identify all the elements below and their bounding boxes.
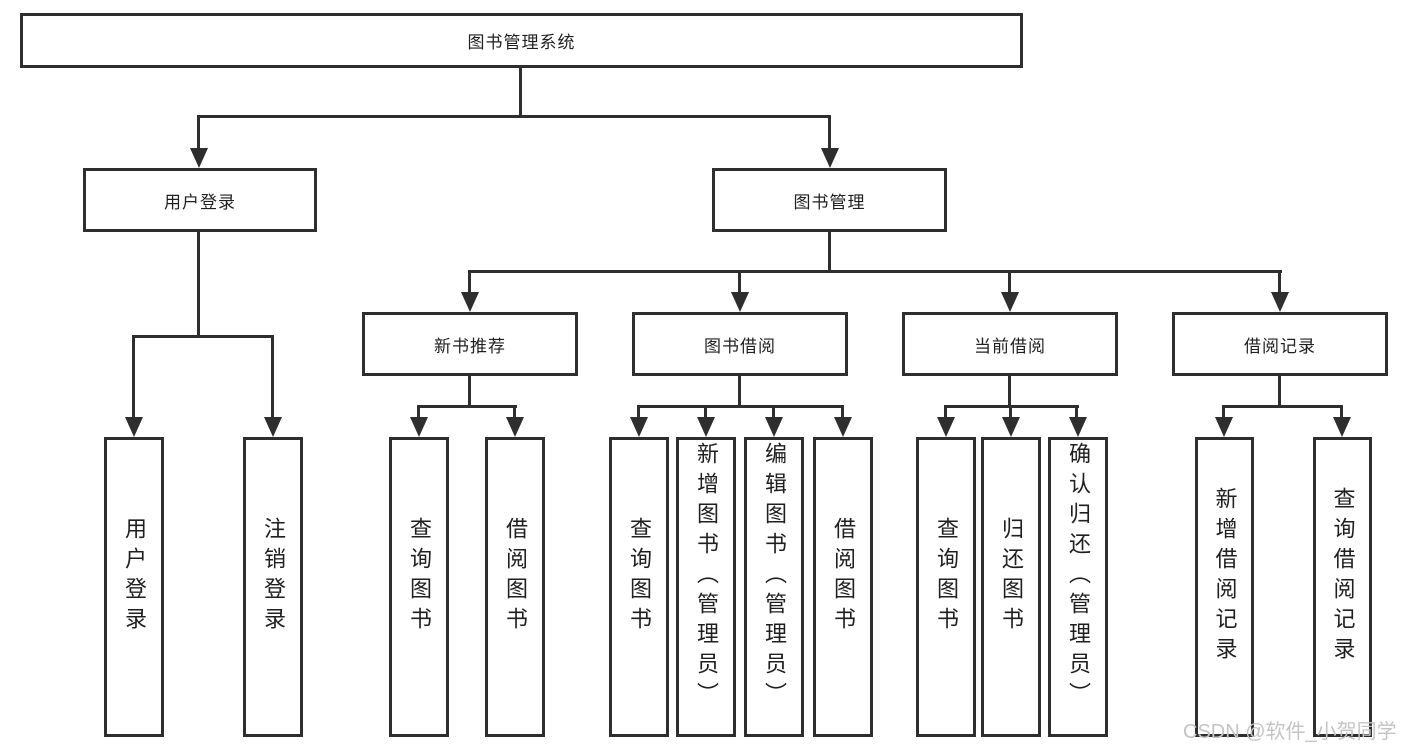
- arrow-down-icon: [410, 417, 428, 437]
- node-book-borrow: 图书借阅: [632, 312, 848, 376]
- connector-drop: [1340, 405, 1343, 421]
- connector-drop: [468, 270, 471, 296]
- leaf-add-book-admin-label: 新增图书（管理员）: [694, 442, 719, 712]
- node-new-book-recommend: 新书推荐: [362, 312, 578, 376]
- connector-rail: [417, 405, 517, 408]
- leaf-borrow-books-label: 借阅图书: [831, 517, 856, 637]
- connector-drop: [1008, 270, 1011, 296]
- arrow-down-icon: [765, 417, 783, 437]
- leaf-query-books-current-label: 查询图书: [934, 517, 959, 637]
- leaf-return-book-label: 归还图书: [999, 517, 1024, 637]
- node-borrow-records-label: 借阅记录: [1244, 336, 1316, 356]
- connector-drop: [197, 115, 200, 152]
- connector-drop: [417, 405, 420, 421]
- connector-drop: [944, 405, 947, 421]
- leaf-user-login-label: 用户登录: [122, 517, 147, 637]
- node-book-management-label: 图书管理: [793, 192, 866, 212]
- connector-drop: [772, 405, 775, 421]
- connector-root-drop: [519, 68, 522, 115]
- connector-rail: [637, 405, 844, 408]
- arrow-down-icon: [506, 417, 524, 437]
- leaf-edit-book-admin: 编辑图书（管理员）: [744, 437, 804, 737]
- leaf-query-books-borrow: 查询图书: [609, 437, 669, 737]
- arrow-down-icon: [1333, 417, 1351, 437]
- arrow-down-icon: [1069, 417, 1087, 437]
- leaf-confirm-return-admin-label: 确认归还（管理员）: [1066, 442, 1091, 712]
- connector-user-login-rail: [132, 335, 274, 338]
- connector-level2-rail: [197, 115, 831, 118]
- leaf-query-borrow-record-label: 查询借阅记录: [1330, 487, 1356, 667]
- leaf-add-borrow-record: 新增借阅记录: [1195, 437, 1254, 737]
- leaf-borrow-books: 借阅图书: [813, 437, 873, 737]
- connector-drop: [271, 335, 274, 421]
- arrow-down-icon: [834, 417, 852, 437]
- leaf-confirm-return-admin: 确认归还（管理员）: [1048, 437, 1108, 737]
- csdn-watermark: CSDN @软件_小贺同学: [1183, 721, 1397, 743]
- node-new-book-recommend-label: 新书推荐: [434, 336, 506, 356]
- node-current-borrow: 当前借阅: [902, 312, 1118, 376]
- node-root: 图书管理系统: [20, 13, 1023, 68]
- connector-drop: [1008, 376, 1011, 405]
- arrow-down-icon: [190, 148, 208, 168]
- leaf-borrow-books-recommend: 借阅图书: [485, 437, 545, 737]
- leaf-logout: 注销登录: [243, 437, 303, 737]
- connector-rail: [1222, 405, 1343, 408]
- arrow-down-icon: [1001, 292, 1019, 312]
- arrow-down-icon: [1002, 417, 1020, 437]
- leaf-return-book: 归还图书: [981, 437, 1041, 737]
- node-current-borrow-label: 当前借阅: [974, 336, 1046, 356]
- arrow-down-icon: [821, 148, 839, 168]
- arrow-down-icon: [937, 417, 955, 437]
- leaf-query-books-current: 查询图书: [916, 437, 976, 737]
- node-book-borrow-label: 图书借阅: [704, 336, 776, 356]
- node-user-login: 用户登录: [83, 168, 317, 232]
- connector-drop: [513, 405, 516, 421]
- arrow-down-icon: [731, 292, 749, 312]
- leaf-query-borrow-record: 查询借阅记录: [1313, 437, 1372, 737]
- connector-drop: [468, 376, 471, 405]
- leaf-logout-label: 注销登录: [261, 517, 286, 637]
- node-root-label: 图书管理系统: [467, 33, 576, 52]
- connector-drop: [1278, 376, 1281, 405]
- connector-drop: [197, 232, 200, 335]
- connector-drop: [1075, 405, 1078, 421]
- arrow-down-icon: [264, 417, 282, 437]
- arrow-down-icon: [1215, 417, 1233, 437]
- node-borrow-records: 借阅记录: [1172, 312, 1388, 376]
- arrow-down-icon: [125, 417, 143, 437]
- connector-level3-rail: [469, 270, 1282, 273]
- arrow-down-icon: [630, 417, 648, 437]
- leaf-query-books-borrow-label: 查询图书: [627, 517, 652, 637]
- node-book-management: 图书管理: [712, 168, 947, 232]
- leaf-add-borrow-record-label: 新增借阅记录: [1212, 487, 1238, 667]
- leaf-borrow-books-recommend-label: 借阅图书: [503, 517, 528, 637]
- arrow-down-icon: [461, 292, 479, 312]
- node-user-login-label: 用户登录: [164, 192, 236, 212]
- arrow-down-icon: [697, 417, 715, 437]
- connector-drop: [1278, 270, 1281, 296]
- leaf-query-books-recommend-label: 查询图书: [407, 517, 432, 637]
- arrow-down-icon: [1271, 292, 1289, 312]
- connector-drop: [738, 376, 741, 405]
- connector-drop: [132, 335, 135, 421]
- connector-drop: [738, 270, 741, 296]
- leaf-query-books-recommend: 查询图书: [389, 437, 449, 737]
- connector-drop: [828, 115, 831, 152]
- connector-drop: [704, 405, 707, 421]
- leaf-user-login: 用户登录: [104, 437, 164, 737]
- connector-drop: [841, 405, 844, 421]
- leaf-add-book-admin: 新增图书（管理员）: [676, 437, 736, 737]
- connector-drop: [637, 405, 640, 421]
- leaf-edit-book-admin-label: 编辑图书（管理员）: [762, 442, 787, 712]
- connector-drop: [1009, 405, 1012, 421]
- connector-drop: [828, 232, 831, 270]
- connector-drop: [1222, 405, 1225, 421]
